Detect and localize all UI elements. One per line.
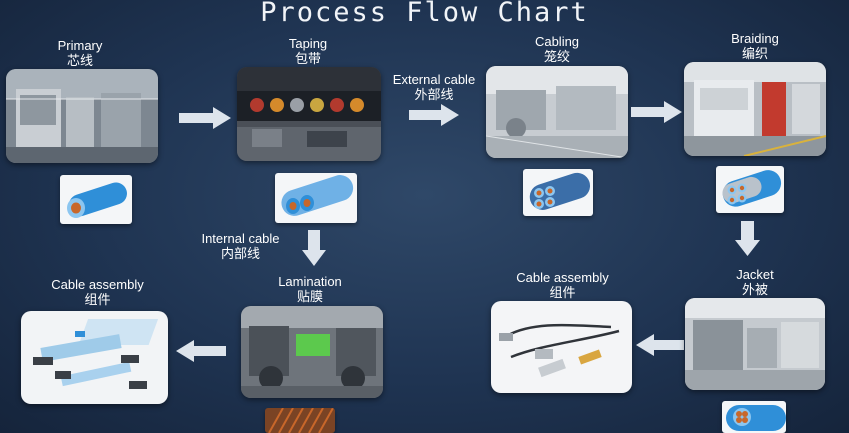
step-name-en: Cable assembly: [516, 270, 609, 285]
primary-cable-thumbnail: [60, 175, 132, 224]
branch-name-en: Internal cable: [201, 231, 280, 246]
branch-label-internal: Internal cable 内部线: [188, 231, 293, 261]
taping-factory-photo: [237, 67, 381, 161]
step-name-en: Primary: [57, 38, 103, 53]
step-name-en: Lamination: [278, 274, 342, 289]
jacket-factory-photo: [685, 298, 825, 390]
step-name-zh: 芯线: [66, 53, 93, 68]
step-name-en: Braiding: [731, 31, 779, 46]
taping-cable-thumbnail: [275, 173, 357, 223]
assembly-left-product-photo: [21, 311, 168, 404]
page-title: Process Flow Chart: [260, 0, 589, 28]
arrow-left-icon: [636, 334, 684, 356]
arrow-down-icon: [302, 230, 326, 266]
step-name-zh: 贴膜: [296, 289, 323, 304]
branch-name-zh: 内部线: [220, 246, 260, 261]
step-label-assembly-left: Cable assembly 组件: [35, 277, 160, 307]
step-name-zh: 组件: [84, 292, 111, 307]
cabling-cable-thumbnail: [523, 169, 593, 216]
arrow-left-icon: [176, 340, 226, 362]
braiding-cable-thumbnail: [716, 166, 784, 213]
arrow-right-icon: [179, 107, 231, 129]
step-label-lamination: Lamination 贴膜: [250, 274, 370, 304]
branch-name-zh: 外部线: [414, 87, 454, 102]
lamination-factory-photo: [241, 306, 383, 398]
step-label-braiding: Braiding 编织: [695, 31, 815, 61]
step-name-zh: 包带: [294, 51, 321, 66]
step-name-en: Cable assembly: [51, 277, 144, 292]
braiding-factory-photo: [684, 62, 826, 156]
arrow-right-icon: [409, 104, 459, 126]
step-name-en: Cabling: [534, 34, 580, 49]
step-label-cabling: Cabling 笼绞: [497, 34, 617, 64]
branch-name-en: External cable: [392, 72, 476, 87]
step-name-en: Jacket: [736, 267, 774, 282]
jacket-cable-thumbnail: [722, 401, 786, 433]
assembly-right-product-photo: [491, 301, 632, 393]
step-name-zh: 外被: [741, 282, 768, 297]
step-name-zh: 组件: [549, 285, 576, 300]
lamination-cable-thumbnail: [265, 408, 335, 433]
cabling-factory-photo: [486, 66, 628, 158]
arrow-right-icon: [631, 101, 682, 123]
step-label-assembly-right: Cable assembly 组件: [500, 270, 625, 300]
step-label-jacket: Jacket 外被: [695, 267, 815, 297]
step-name-en: Taping: [288, 36, 328, 51]
primary-factory-photo: [6, 69, 158, 163]
branch-label-external: External cable 外部线: [384, 72, 484, 102]
step-name-zh: 编织: [741, 46, 768, 61]
step-label-primary: Primary 芯线: [20, 38, 140, 68]
arrow-down-icon: [735, 221, 760, 256]
step-label-taping: Taping 包带: [248, 36, 368, 66]
step-name-zh: 笼绞: [543, 49, 570, 64]
